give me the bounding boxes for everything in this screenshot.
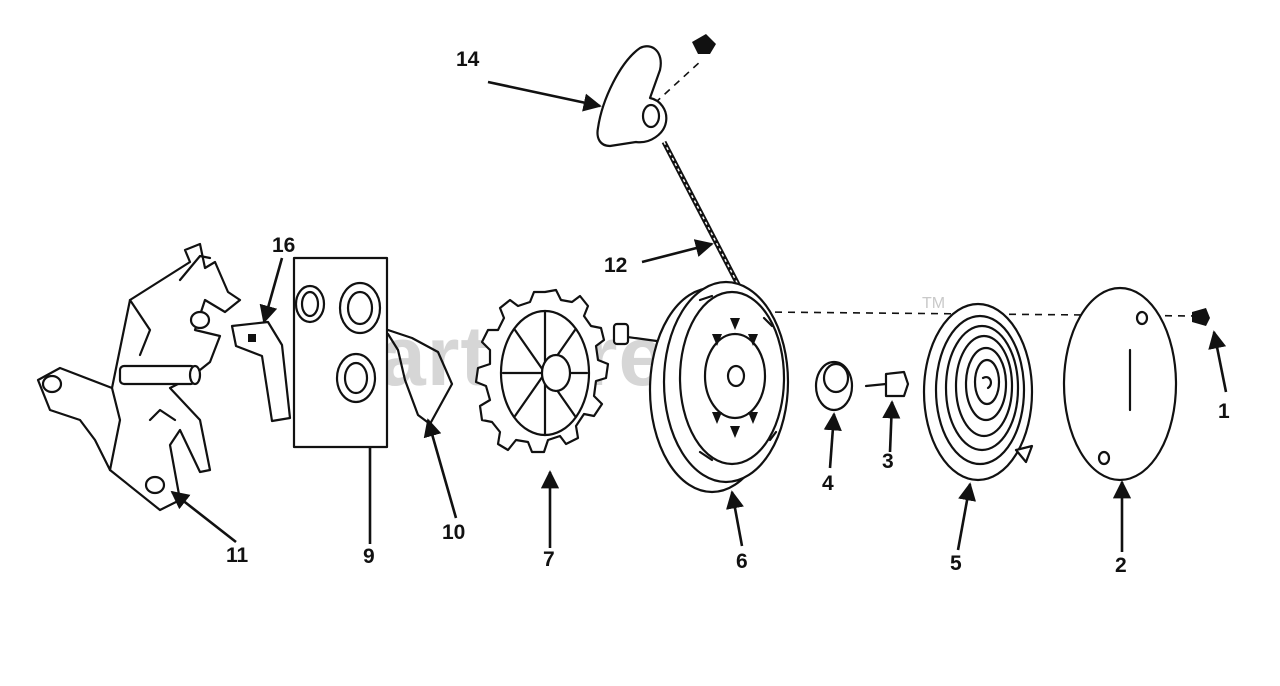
rewind-pulley-part (648, 280, 790, 494)
part-label-4: 4 (822, 472, 834, 495)
part-label-9: 9 (363, 545, 375, 568)
control-bracket-part (36, 242, 242, 512)
ratchet-gear-part (474, 288, 610, 454)
starter-handle-part (596, 34, 716, 148)
mounting-plate-part (292, 256, 389, 449)
part-label-5: 5 (950, 552, 962, 575)
spring-cover-part (1062, 286, 1178, 482)
leader-arrows (170, 80, 1228, 552)
part-label-2: 2 (1115, 554, 1127, 577)
part-label-7: 7 (543, 548, 555, 571)
cover-screw-part (1192, 308, 1210, 326)
part-label-6: 6 (736, 550, 748, 573)
part-label-11: 11 (226, 544, 249, 567)
recoil-spring-part (922, 302, 1034, 482)
part-label-1: 1 (1218, 400, 1230, 423)
screw-part (864, 370, 910, 398)
assembly-line-1 (654, 59, 703, 104)
part-label-10: 10 (442, 521, 465, 544)
bushing-part (814, 360, 854, 412)
part-label-14: 14 (456, 48, 480, 71)
watermark-trademark: TM (922, 295, 945, 312)
starter-rope-part (661, 140, 747, 298)
part-label-16: 16 (272, 234, 295, 257)
lever-part (230, 320, 292, 423)
part-label-12: 12 (604, 254, 627, 277)
part-label-3: 3 (882, 450, 894, 473)
